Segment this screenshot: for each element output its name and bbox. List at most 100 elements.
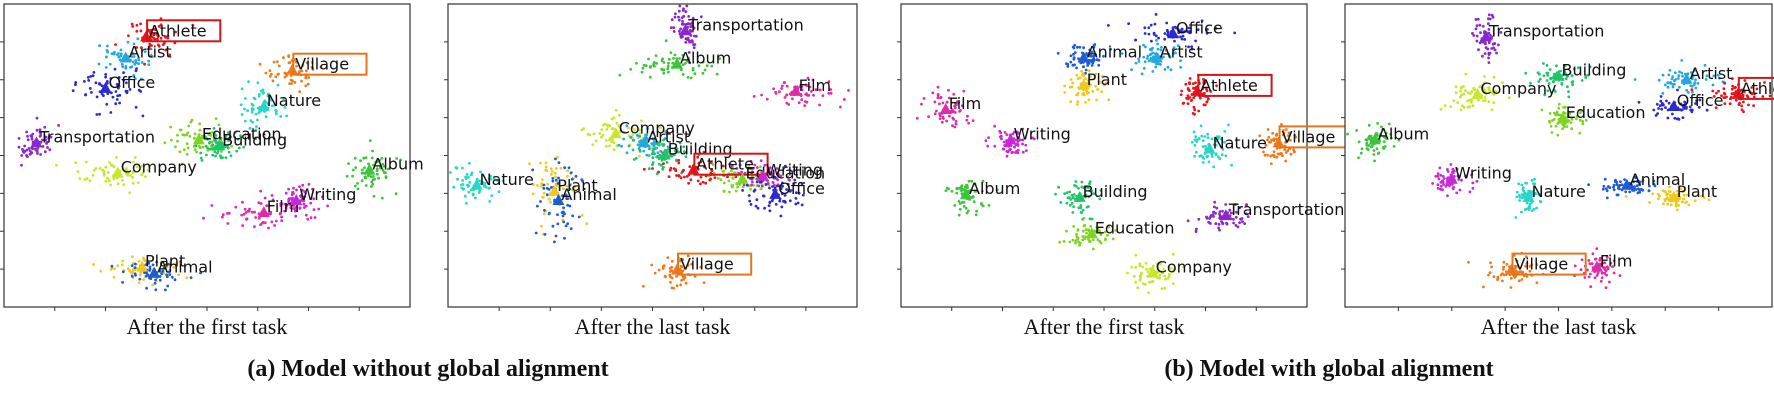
point [1014,151,1017,154]
point [130,264,134,267]
point [542,212,546,216]
point [748,184,751,188]
point [112,165,116,169]
class-label: Education [202,124,282,143]
point [1730,95,1733,99]
point [1089,75,1092,78]
point [245,217,248,221]
point [1285,140,1288,144]
point [202,216,205,220]
point [1548,119,1551,123]
point [650,263,654,267]
point [1612,271,1616,275]
point [675,174,678,177]
point [1201,155,1205,159]
point [119,48,123,52]
point [741,185,745,189]
point [546,182,549,186]
point [678,4,682,8]
point [280,215,283,219]
point [276,60,279,63]
point [1082,74,1085,78]
point [1084,195,1088,199]
point [1238,221,1241,225]
point [1469,92,1472,95]
point [104,179,108,183]
point [614,108,618,112]
point [960,187,964,191]
point [351,168,355,172]
point [1209,222,1212,225]
point [298,90,302,94]
point [104,55,108,59]
point [381,169,385,172]
point [553,240,556,244]
point [1206,136,1210,140]
point [1740,108,1744,112]
point [1191,82,1195,85]
point [1550,77,1553,80]
point [807,94,811,97]
point [958,202,962,205]
point [131,262,135,265]
point [551,177,555,180]
point [313,216,317,219]
point [1068,85,1072,89]
point [1155,39,1158,42]
point [270,194,274,197]
point [545,186,549,190]
point [936,93,940,96]
point [1223,130,1227,133]
point [1223,140,1226,144]
point [98,112,101,116]
point [610,140,613,144]
point [155,260,159,264]
point [975,209,978,213]
point [687,56,690,60]
point [1173,267,1176,271]
point [631,133,634,137]
point [1600,271,1604,275]
point [243,107,246,111]
point [317,207,321,211]
point [675,275,678,278]
point [126,267,130,271]
point [733,171,736,175]
point [1090,50,1094,54]
point [1146,270,1150,274]
point [259,89,263,93]
point [1181,34,1185,38]
centroid-marker [136,260,149,272]
class-label: Animal [1087,43,1142,62]
point [1209,90,1213,93]
point [647,57,650,61]
point [1163,32,1167,35]
point [945,119,948,123]
point [312,197,316,201]
point [1483,96,1487,99]
point [690,39,694,42]
point [185,142,189,146]
point [731,176,735,180]
point [1145,57,1149,60]
point [1103,230,1107,234]
point [678,141,682,145]
point [686,254,690,258]
point [1219,137,1223,141]
point [1201,161,1205,164]
point [470,171,474,175]
point [1273,155,1276,159]
point [1099,189,1103,192]
point [140,164,144,168]
point [1604,286,1608,290]
point [938,102,941,106]
point [1731,84,1735,88]
point [1384,136,1387,140]
point [35,149,39,153]
point [1488,88,1491,92]
point [971,195,975,198]
point [1382,140,1386,144]
point [693,72,697,75]
point [151,283,155,287]
point [1092,192,1096,196]
